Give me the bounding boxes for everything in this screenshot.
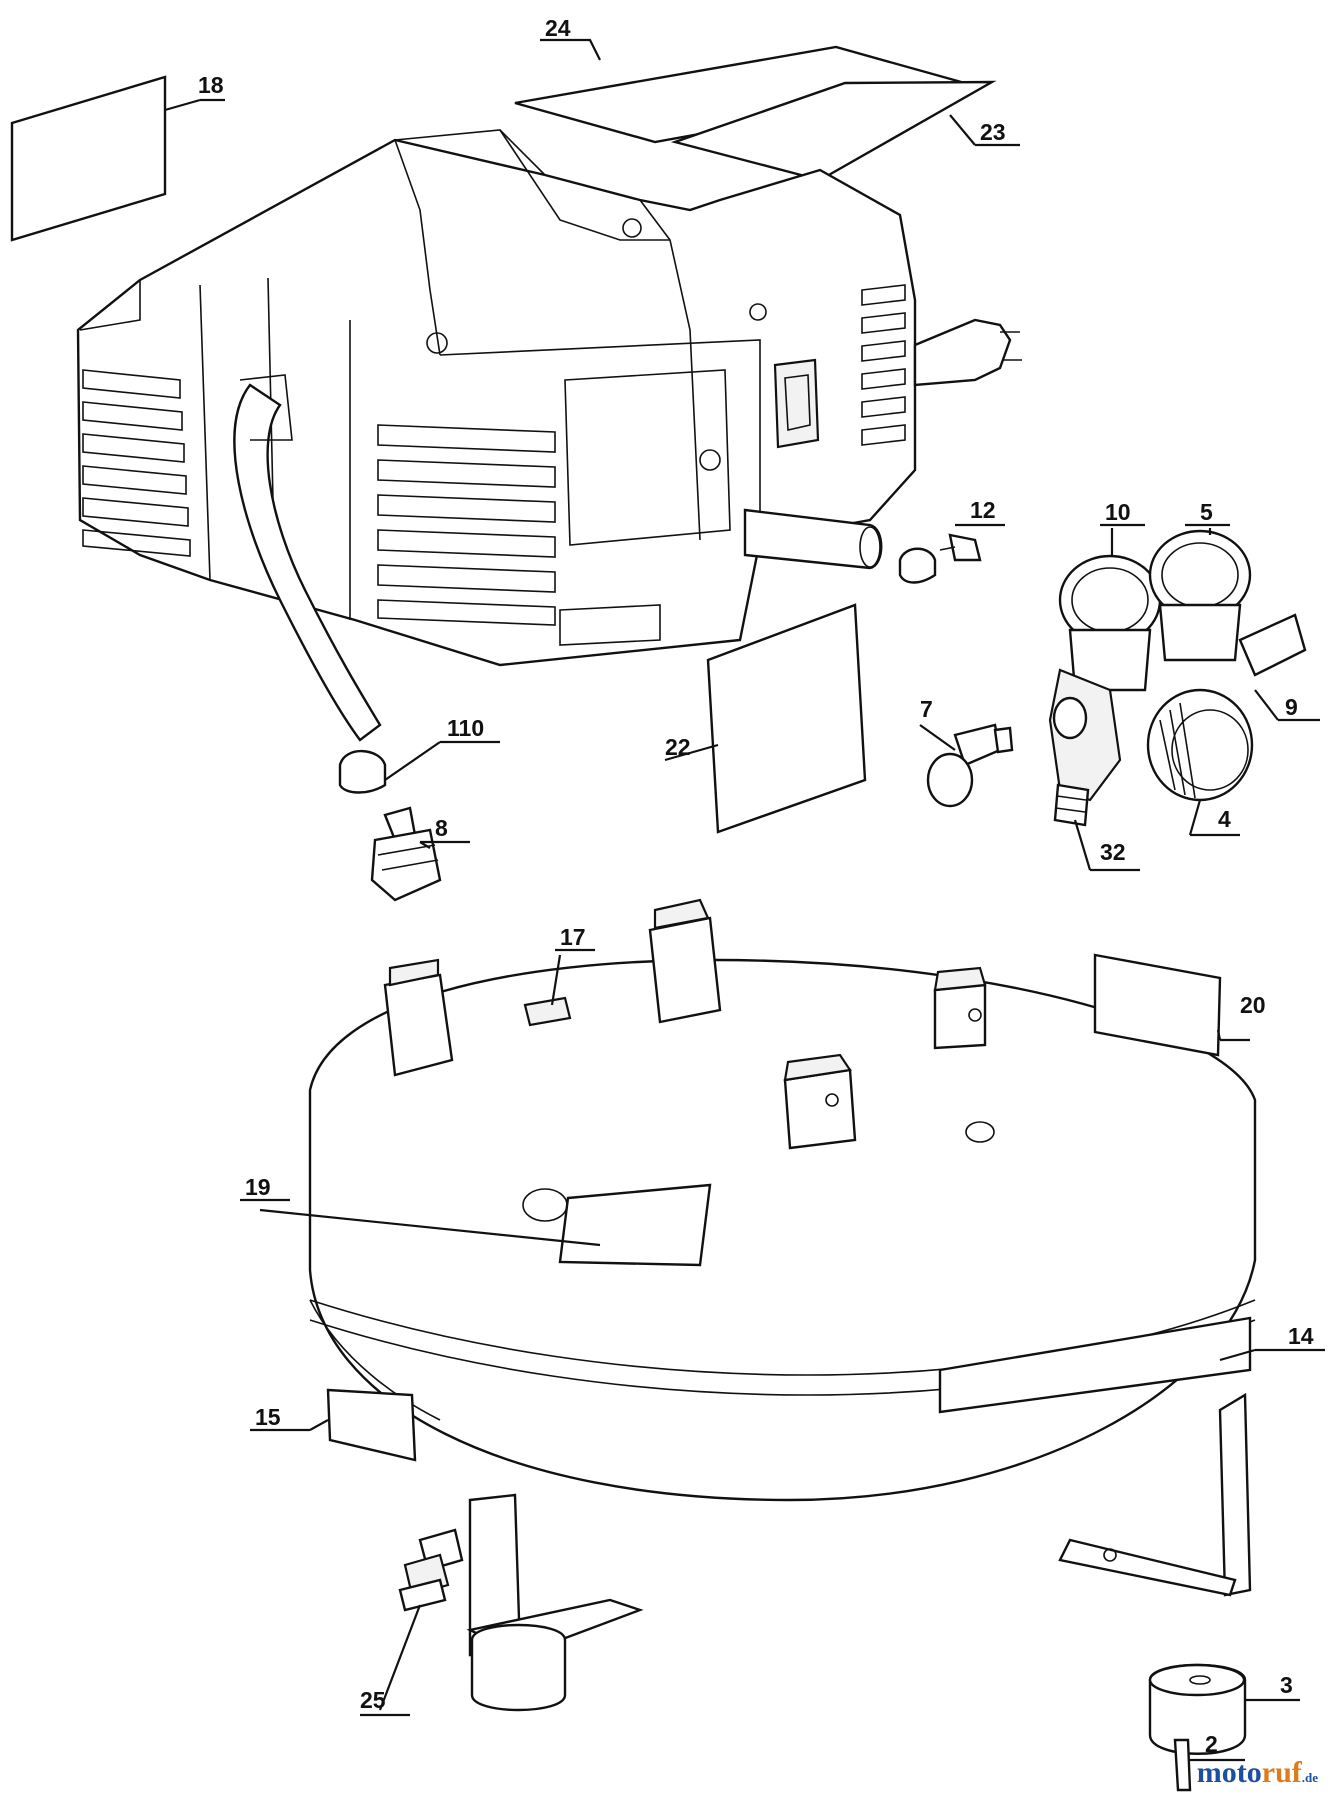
callout-14: 14 bbox=[1288, 1323, 1314, 1349]
bolt-2 bbox=[1173, 1738, 1192, 1792]
callout-9: 9 bbox=[1285, 694, 1298, 720]
label-sticker-23 bbox=[670, 80, 997, 182]
label-sticker-18 bbox=[10, 75, 167, 242]
gauge-manifold bbox=[1048, 529, 1307, 827]
label-sticker-20 bbox=[1093, 953, 1222, 1057]
hose-clamp-110 bbox=[338, 749, 387, 794]
callout-17: 17 bbox=[560, 924, 586, 950]
watermark-logo: motoruf.de bbox=[1197, 1756, 1318, 1790]
callout-110: 110 bbox=[447, 715, 484, 741]
callout-4: 4 bbox=[1218, 806, 1231, 832]
callout-3: 3 bbox=[1280, 1672, 1293, 1698]
callout-8: 8 bbox=[435, 815, 448, 841]
callout-24: 24 bbox=[545, 15, 571, 41]
power-switch bbox=[773, 358, 820, 449]
callout-22: 22 bbox=[665, 734, 691, 760]
power-cord-plug bbox=[913, 318, 1012, 387]
callout-12: 12 bbox=[970, 497, 996, 523]
callout-10: 10 bbox=[1105, 499, 1131, 525]
motor-housing bbox=[76, 129, 1022, 742]
callout-32: 32 bbox=[1100, 839, 1126, 865]
leader-lines bbox=[164, 38, 1325, 1762]
callout-2: 2 bbox=[1205, 1731, 1218, 1757]
callout-labels: 24 18 23 12 10 5 9 7 22 110 8 4 32 17 20… bbox=[198, 15, 1314, 1757]
clamp-part bbox=[898, 547, 937, 584]
callout-7: 7 bbox=[920, 696, 933, 722]
intake-hose bbox=[233, 383, 382, 742]
label-sticker-19 bbox=[558, 1183, 712, 1267]
callout-25: 25 bbox=[360, 1687, 386, 1713]
rubber-foot-3 bbox=[1148, 1663, 1247, 1755]
callout-19: 19 bbox=[245, 1174, 271, 1200]
callout-5: 5 bbox=[1200, 499, 1213, 525]
watermark-part2: ruf bbox=[1261, 1756, 1302, 1789]
screw-part-12 bbox=[939, 533, 982, 562]
elbow-fitting-8 bbox=[370, 806, 442, 902]
label-sticker-15 bbox=[326, 1388, 417, 1462]
callout-23: 23 bbox=[980, 119, 1006, 145]
outlet-pipe bbox=[743, 508, 883, 570]
callout-18: 18 bbox=[198, 72, 224, 98]
watermark-suffix: .de bbox=[1301, 1770, 1318, 1785]
label-sticker-14 bbox=[938, 1316, 1252, 1414]
watermark-part1: moto bbox=[1196, 1756, 1262, 1789]
callout-20: 20 bbox=[1240, 992, 1266, 1018]
safety-valve bbox=[926, 723, 1014, 808]
callout-15: 15 bbox=[255, 1404, 281, 1430]
label-sticker-22 bbox=[706, 603, 867, 834]
